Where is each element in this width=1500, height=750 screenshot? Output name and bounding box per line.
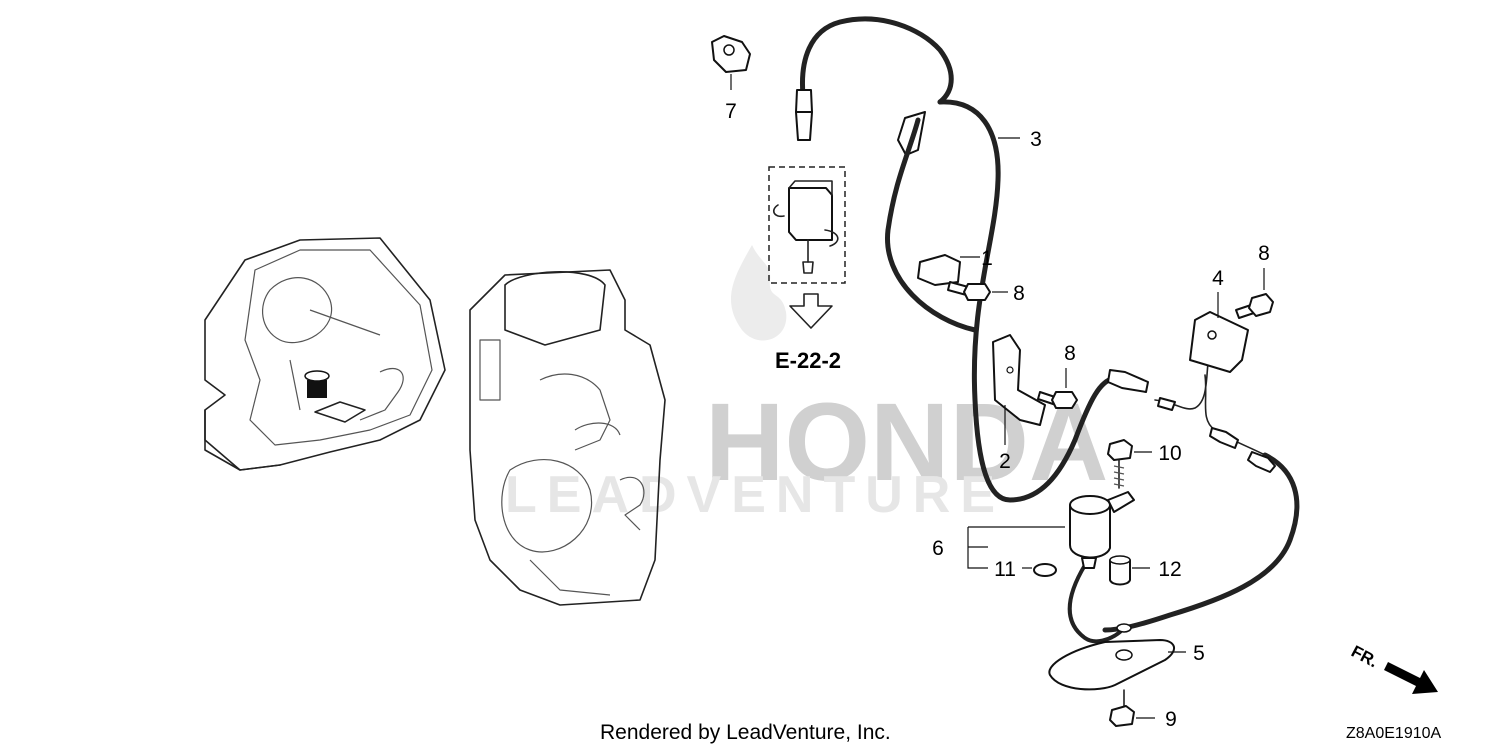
part-9-bolt: 9: [1109, 689, 1177, 731]
callout-8c: 8: [1258, 242, 1270, 265]
diagram-code: Z8A0E1910A: [1346, 725, 1442, 742]
sensor-icon: [307, 380, 327, 398]
part-6-solenoid: 12 11 6: [932, 491, 1182, 586]
callout-3: 3: [1030, 128, 1042, 151]
flame-logo-icon: [730, 245, 787, 341]
watermark: HONDA LEADVENTURE: [505, 245, 1108, 524]
part-1-clip: 1 8: [917, 247, 1025, 305]
lower-harness: [1067, 451, 1300, 644]
part-7-clip: 7: [711, 35, 751, 123]
callout-1: 1: [981, 247, 993, 270]
part-3-harness: 3: [795, 16, 1118, 503]
engine-side-view: [204, 237, 446, 471]
watermark-brand: HONDA: [705, 381, 1108, 504]
part-10-bolt: 10: [1107, 439, 1182, 489]
credit-text: Rendered by LeadVenture, Inc.: [600, 721, 891, 744]
front-label: FR.: [1348, 642, 1381, 672]
callout-4: 4: [1212, 267, 1224, 290]
part-2-bracket: 2 8: [992, 334, 1078, 473]
front-direction-indicator: FR.: [1348, 642, 1438, 694]
callout-5: 5: [1193, 642, 1205, 665]
callout-8a: 8: [1013, 282, 1025, 305]
reference-label: E-22-2: [775, 348, 841, 373]
reference-box: E-22-2: [768, 166, 846, 373]
callout-8b: 8: [1064, 342, 1076, 365]
down-arrow-icon: [789, 293, 833, 329]
callout-11: 11: [994, 558, 1016, 581]
callout-9: 9: [1165, 708, 1177, 731]
part-5-bracket: 5: [1048, 623, 1205, 691]
callout-12: 12: [1158, 558, 1181, 581]
watermark-line: LEADVENTURE: [505, 466, 1005, 524]
callout-6: 6: [932, 537, 944, 560]
callout-7: 7: [725, 100, 737, 123]
callout-10: 10: [1158, 442, 1181, 465]
part-4-module: 4 8: [1107, 242, 1274, 456]
front-arrow-icon: [1384, 662, 1438, 694]
engine-front-view: [469, 269, 666, 606]
callout-2: 2: [999, 450, 1011, 473]
